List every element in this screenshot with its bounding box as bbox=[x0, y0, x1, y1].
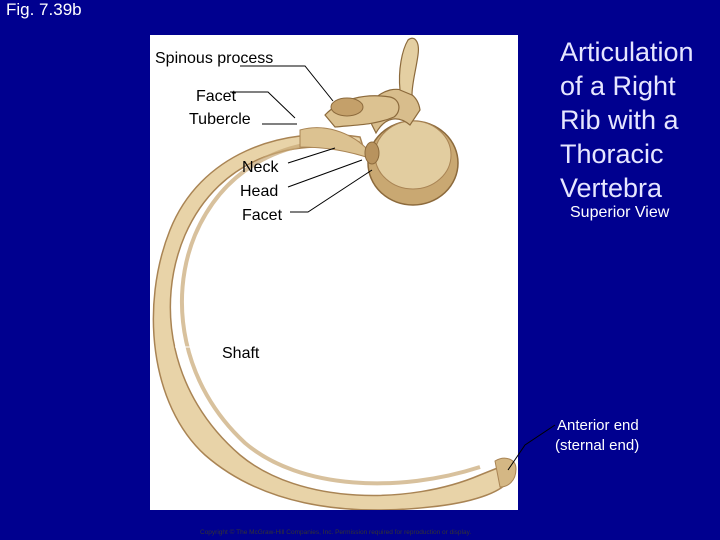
label-facet-bottom: Facet bbox=[242, 207, 283, 224]
title-line: Vertebra bbox=[560, 173, 663, 203]
copyright-notice: Copyright © The McGraw-Hill Companies, I… bbox=[200, 529, 472, 536]
label-tubercle: Tubercle bbox=[189, 111, 251, 128]
title-line: of a Right bbox=[560, 71, 676, 101]
spinous-process bbox=[398, 37, 419, 96]
title-line: Thoracic bbox=[560, 139, 664, 169]
label-neck: Neck bbox=[242, 159, 279, 176]
label-facet-top: Facet bbox=[196, 88, 237, 105]
vertebral-body-face bbox=[374, 120, 452, 190]
illustration-panel: Spinous process Facet Tubercle Neck Head… bbox=[150, 35, 518, 536]
rib-shaft bbox=[152, 133, 513, 510]
figure-label: Fig. 7.39b bbox=[6, 0, 82, 19]
head-facet bbox=[364, 141, 380, 165]
label-sternal-end: (sternal end) bbox=[555, 437, 640, 454]
view-subtitle: Superior View bbox=[570, 204, 670, 221]
title-line: Articulation bbox=[560, 37, 694, 67]
title-line: Rib with a bbox=[560, 105, 679, 135]
tubercle-articulation bbox=[330, 97, 364, 117]
rib-neck bbox=[299, 127, 374, 160]
label-head: Head bbox=[240, 183, 279, 200]
figure-title: Articulation of a Right Rib with a Thora… bbox=[560, 35, 694, 205]
label-shaft: Shaft bbox=[222, 345, 260, 362]
label-anterior-end: Anterior end bbox=[557, 417, 639, 434]
label-spinous-process: Spinous process bbox=[155, 50, 274, 67]
rib-shaft-shading bbox=[179, 139, 481, 486]
rib-vertebra-illustration bbox=[152, 37, 517, 510]
